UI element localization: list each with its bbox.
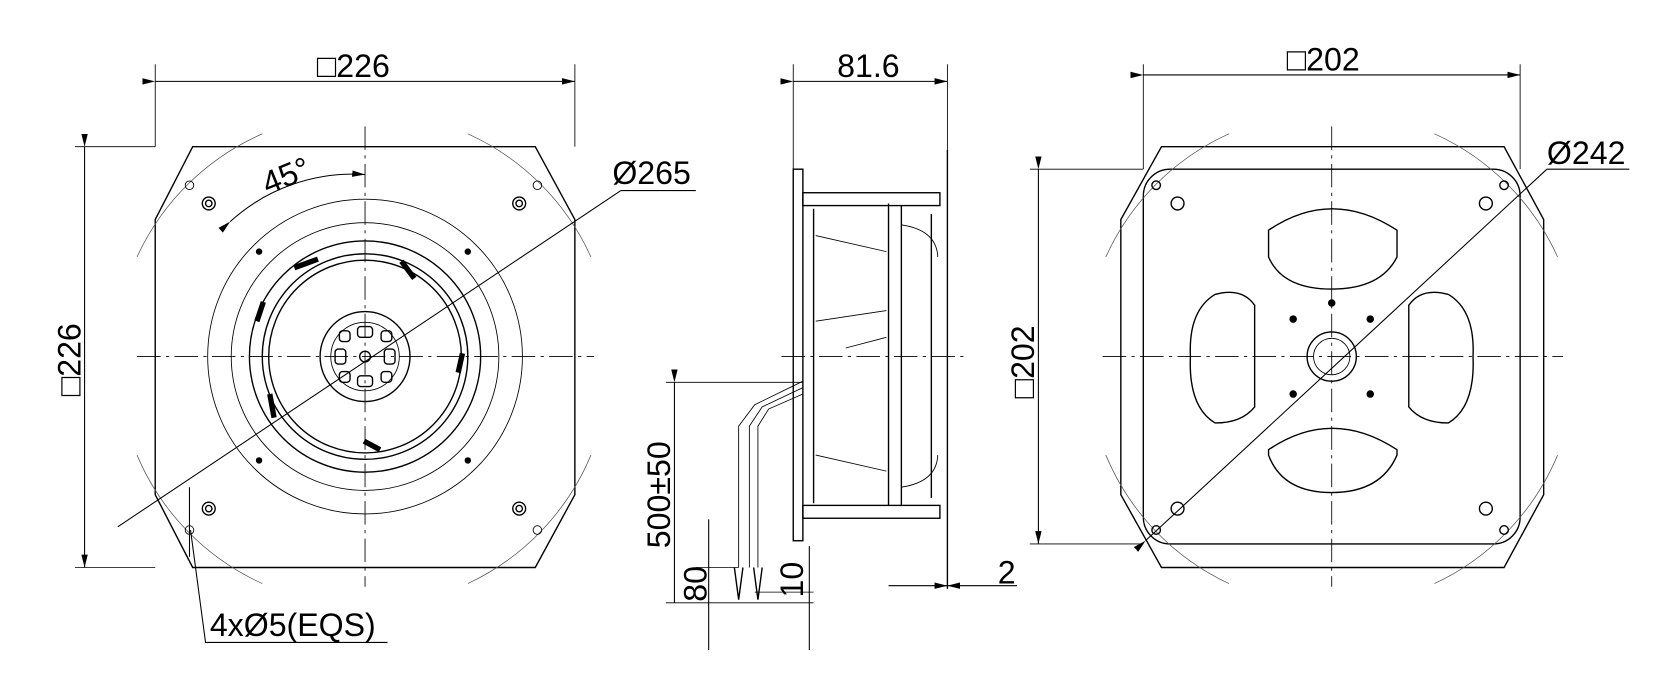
side-strut-bottom bbox=[802, 504, 941, 519]
impeller-blades bbox=[254, 256, 466, 453]
rear-mounting-holes bbox=[1151, 180, 1510, 536]
diameter-leader bbox=[117, 190, 622, 528]
holes-label: 4xØ5(EQS) bbox=[210, 607, 376, 643]
hub-vents bbox=[334, 325, 396, 388]
impeller-inner bbox=[261, 253, 469, 461]
rear-diameter-label: Ø242 bbox=[1547, 135, 1626, 171]
inlet-ring bbox=[230, 222, 500, 491]
strip-label-1: 80 bbox=[678, 566, 714, 602]
rear-openings bbox=[1189, 208, 1474, 494]
strip-label-2: 10 bbox=[774, 562, 810, 598]
front-height-label: □226 bbox=[51, 323, 87, 396]
rear-view: □202 □202 Ø242 bbox=[1005, 42, 1630, 587]
flange-label: 2 bbox=[998, 555, 1016, 591]
front-width-label: □226 bbox=[317, 48, 390, 84]
side-impeller-body bbox=[812, 203, 933, 506]
side-strut-top bbox=[802, 192, 941, 207]
cable-length-label: 500±50 bbox=[641, 441, 677, 548]
cable-terminals bbox=[733, 567, 763, 600]
holes-leader bbox=[190, 529, 388, 643]
inlet-ring-outer bbox=[207, 198, 523, 515]
rear-hub bbox=[1306, 331, 1358, 382]
front-plate-outline bbox=[154, 145, 576, 569]
angle-dimension bbox=[218, 170, 366, 233]
front-diameter-label: Ø265 bbox=[612, 155, 691, 191]
rear-height-label: □202 bbox=[1005, 325, 1041, 398]
rear-width-label: □202 bbox=[1287, 42, 1360, 78]
rear-plate-outline bbox=[1120, 145, 1545, 569]
side-inlet-plate bbox=[792, 168, 804, 542]
hub-inner bbox=[330, 321, 400, 392]
cable-wires bbox=[738, 380, 804, 568]
outer-diameter-arcs bbox=[136, 133, 592, 584]
impeller-outer bbox=[248, 240, 482, 473]
angle-label: 45° bbox=[257, 150, 316, 202]
front-view: □226 □226 45° Ø265 4xØ5(EQS) bbox=[51, 48, 696, 643]
side-depth-label: 81.6 bbox=[837, 48, 899, 84]
side-view: 81.6 500±50 80 10 2 bbox=[641, 48, 1017, 650]
motor-hub bbox=[319, 310, 411, 403]
rear-diameter-leader bbox=[1133, 168, 1548, 552]
mounting-holes bbox=[184, 180, 543, 535]
